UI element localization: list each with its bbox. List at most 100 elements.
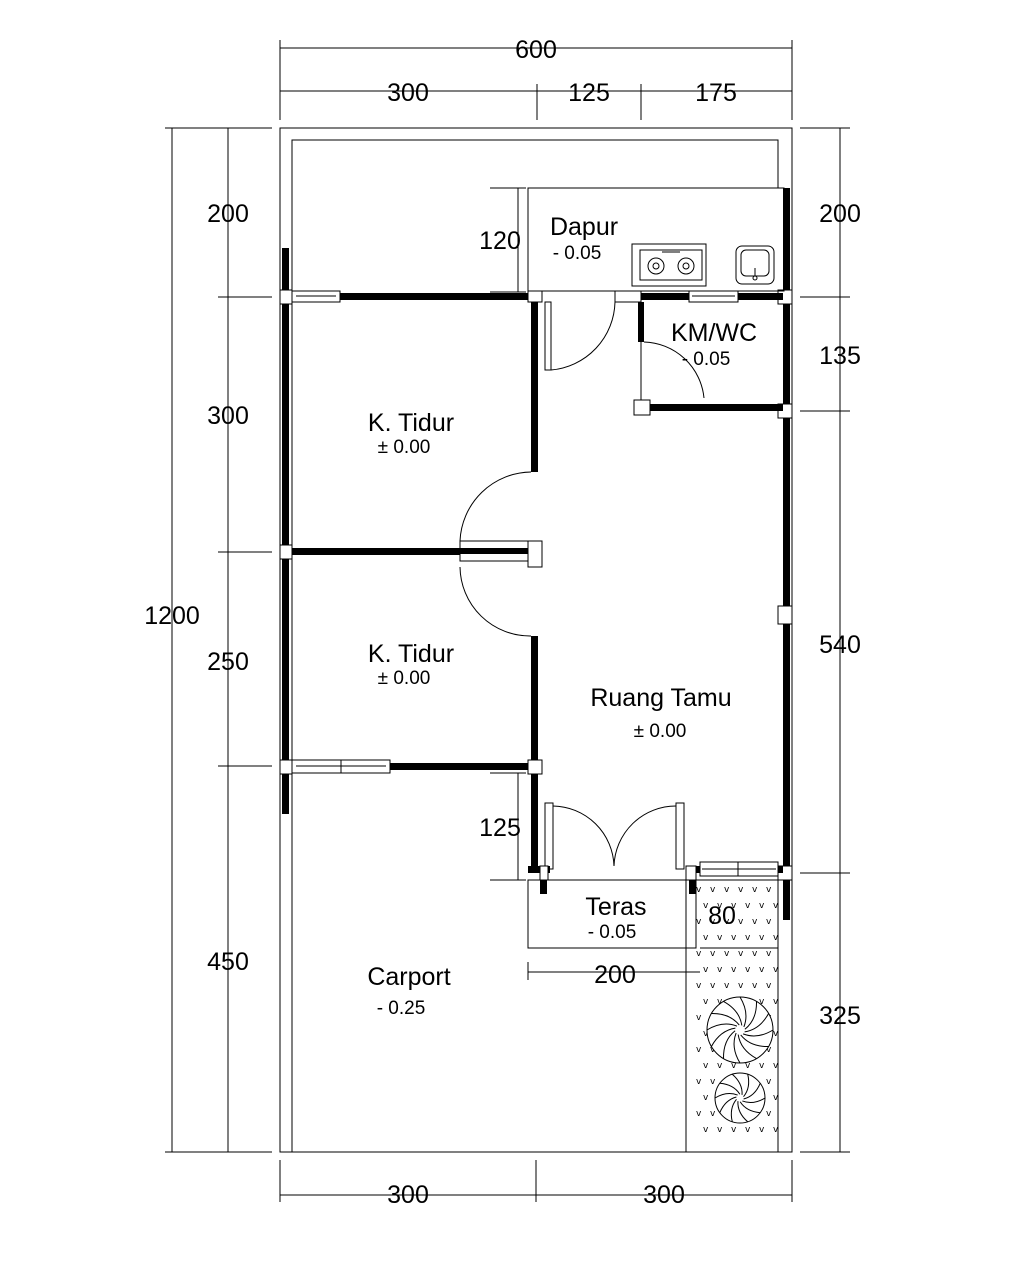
svg-text:v: v [696,917,702,927]
svg-text:v: v [703,1125,709,1135]
svg-text:v: v [696,885,702,895]
svg-text:v: v [766,949,772,959]
svg-text:v: v [738,917,744,927]
svg-text:v: v [766,1045,772,1055]
svg-text:v: v [710,1077,716,1087]
room-level-tidur-2: ± 0.00 [378,668,431,689]
svg-text:v: v [717,965,723,975]
dim-left-1: 200 [207,200,249,228]
svg-text:v: v [759,933,765,943]
room-labels: Dapur - 0.05 KM/WC - 0.05 K. Tidur ± 0.0… [367,213,757,1019]
dim-top-3: 175 [695,79,737,107]
svg-text:v: v [745,1061,751,1071]
svg-text:v: v [745,901,751,911]
svg-text:v: v [773,1125,779,1135]
room-level-ruang-tamu: ± 0.00 [634,721,687,742]
svg-text:v: v [703,1061,709,1071]
plant-icon [714,1072,766,1124]
dimension-labels: 600 300 125 175 300 300 1200 200 300 250… [144,36,861,1209]
svg-text:v: v [703,901,709,911]
svg-text:v: v [710,949,716,959]
svg-text:v: v [717,933,723,943]
door-swings [459,301,705,867]
room-name-dapur: Dapur [550,213,618,241]
svg-text:v: v [773,933,779,943]
svg-text:v: v [759,1061,765,1071]
dim-kitchen-depth: 120 [479,227,521,255]
plant-icon [706,996,774,1064]
svg-text:v: v [696,1045,702,1055]
svg-text:v: v [766,981,772,991]
dim-bottom-1: 300 [387,1181,429,1209]
svg-text:v: v [724,981,730,991]
dimension-lines [165,40,850,1202]
svg-text:v: v [759,997,765,1007]
stove-icon [631,243,707,287]
svg-text:v: v [766,917,772,927]
svg-text:v: v [696,1013,702,1023]
svg-text:v: v [717,901,723,911]
dim-garden-width: 80 [708,902,736,930]
sink-icon [735,245,775,285]
svg-text:v: v [752,917,758,927]
svg-text:v: v [731,965,737,975]
svg-text:v: v [773,965,779,975]
svg-text:v: v [703,965,709,975]
svg-text:v: v [717,997,723,1007]
svg-text:v: v [759,901,765,911]
dim-right-4: 325 [819,1002,861,1030]
svg-text:v: v [731,1125,737,1135]
svg-text:v: v [766,1109,772,1119]
dim-right-2: 135 [819,342,861,370]
svg-text:v: v [766,885,772,895]
svg-text:v: v [752,949,758,959]
svg-text:v: v [773,1029,779,1039]
svg-text:v: v [724,949,730,959]
svg-text:v: v [710,1045,716,1055]
svg-text:v: v [745,933,751,943]
svg-text:v: v [731,1061,737,1071]
svg-text:v: v [717,1125,723,1135]
dim-entry-depth: 125 [479,814,521,842]
svg-text:v: v [752,885,758,895]
room-name-tidur-1: K. Tidur [368,409,454,437]
svg-text:v: v [738,949,744,959]
room-name-ruang-tamu: Ruang Tamu [590,684,731,712]
svg-text:v: v [759,965,765,975]
dim-total-length: 1200 [144,602,200,630]
svg-text:v: v [745,965,751,975]
dim-right-3: 540 [819,631,861,659]
svg-text:v: v [738,981,744,991]
svg-text:v: v [731,901,737,911]
svg-text:v: v [717,1061,723,1071]
dim-left-2: 300 [207,402,249,430]
svg-text:v: v [724,885,730,895]
dim-total-width: 600 [515,36,557,64]
room-name-carport: Carport [367,963,450,991]
svg-text:v: v [710,1109,716,1119]
room-name-teras: Teras [585,893,646,921]
svg-text:v: v [766,1077,772,1087]
dim-bottom-2: 300 [643,1181,685,1209]
room-level-kmwc: - 0.05 [682,349,731,370]
svg-text:v: v [710,917,716,927]
svg-text:v: v [738,885,744,895]
svg-text:v: v [724,917,730,927]
room-level-dapur: - 0.05 [553,243,602,264]
walls [279,187,793,949]
room-level-tidur-1: ± 0.00 [378,437,431,458]
svg-text:v: v [773,997,779,1007]
dim-right-1: 200 [819,200,861,228]
svg-text:v: v [773,1093,779,1103]
svg-text:v: v [696,1109,702,1119]
svg-text:v: v [745,1125,751,1135]
svg-text:v: v [773,1061,779,1071]
svg-text:v: v [731,933,737,943]
svg-text:v: v [703,1029,709,1039]
svg-text:v: v [696,1077,702,1087]
svg-text:v: v [710,981,716,991]
svg-text:v: v [752,981,758,991]
site-boundary [279,127,793,1153]
svg-text:v: v [696,949,702,959]
dim-left-3: 250 [207,648,249,676]
